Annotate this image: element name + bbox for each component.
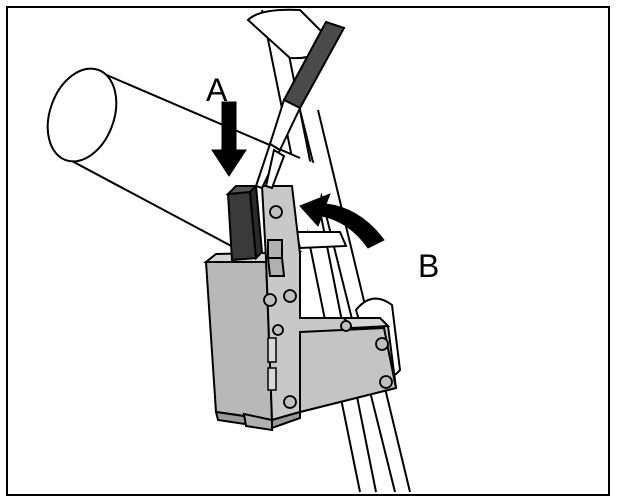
latch-slot	[266, 239, 286, 277]
vent-slots	[267, 337, 277, 391]
latch-block	[225, 183, 264, 262]
tweezers-tool	[254, 20, 346, 190]
callout-a-label: A	[206, 72, 228, 108]
arrow-curved-icon	[299, 193, 385, 249]
arrow-down-icon	[211, 101, 247, 177]
callout-b-label: B	[418, 248, 440, 284]
rear-bracket	[294, 231, 348, 250]
screw-holes	[263, 205, 393, 409]
